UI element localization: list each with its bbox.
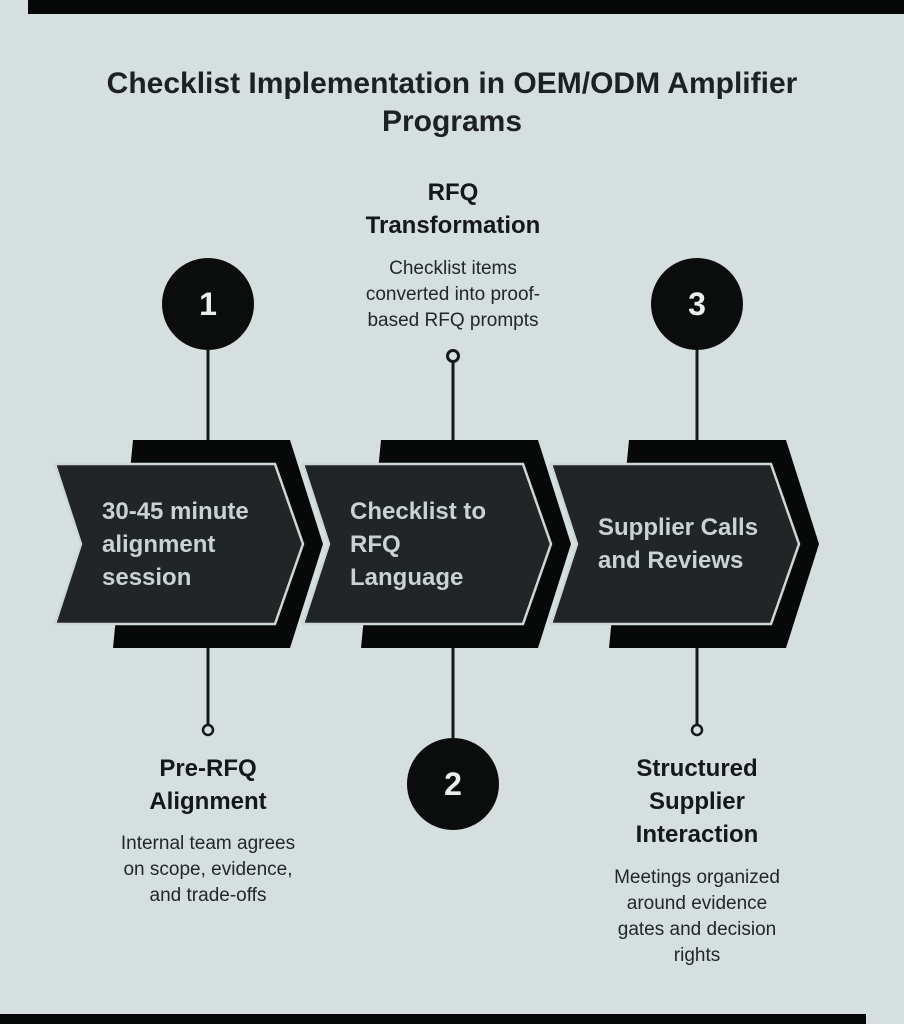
step-1-callout-title: Pre-RFQ Alignment — [149, 755, 267, 815]
step-3-arrow-label: Supplier Calls and Reviews — [598, 514, 759, 574]
step-1-arrow-label: 30-45 minute alignment session — [102, 497, 249, 591]
step-3-arrow-shape — [549, 462, 801, 626]
step-3-number-badge: 3 — [651, 258, 743, 350]
step-3-node-dot — [690, 723, 704, 737]
step-2-number-badge: 2 — [407, 738, 499, 830]
step-2-arrow-shape — [301, 462, 553, 626]
step-1-badge-circle — [162, 258, 254, 350]
bottom-accent-bar — [0, 1014, 866, 1024]
step-2-callout-title: RFQ Transformation — [365, 179, 541, 239]
step-2-arrow-group — [301, 440, 571, 648]
step-1-node-dot — [201, 723, 215, 737]
step-1-number-badge: 1 — [162, 258, 254, 350]
step-2-arrow-label: Checklist to RFQ Language — [350, 497, 487, 591]
step-3-number: 3 — [688, 286, 706, 322]
page-title: Checklist Implementation in OEM/ODM Ampl… — [106, 67, 798, 138]
step-1-arrow-shape — [53, 462, 305, 626]
step-3-callout-title: Structured Supplier Interaction — [635, 755, 759, 848]
step-1-arrow-group — [53, 440, 323, 648]
step-1-number: 1 — [199, 286, 217, 322]
step-3-badge-circle — [651, 258, 743, 350]
step-2-number: 2 — [444, 766, 462, 802]
step-2-badge-circle — [407, 738, 499, 830]
step-3-callout-description: Meetings organized around evidence gates… — [614, 867, 780, 966]
step-3-arrow-group — [549, 440, 819, 648]
step-2-node-dot — [446, 349, 460, 363]
top-accent-bar — [28, 0, 904, 14]
step-2-callout-description: Checklist items converted into proof- ba… — [365, 258, 541, 331]
step-1-callout-description: Internal team agrees on scope, evidence,… — [120, 833, 296, 906]
